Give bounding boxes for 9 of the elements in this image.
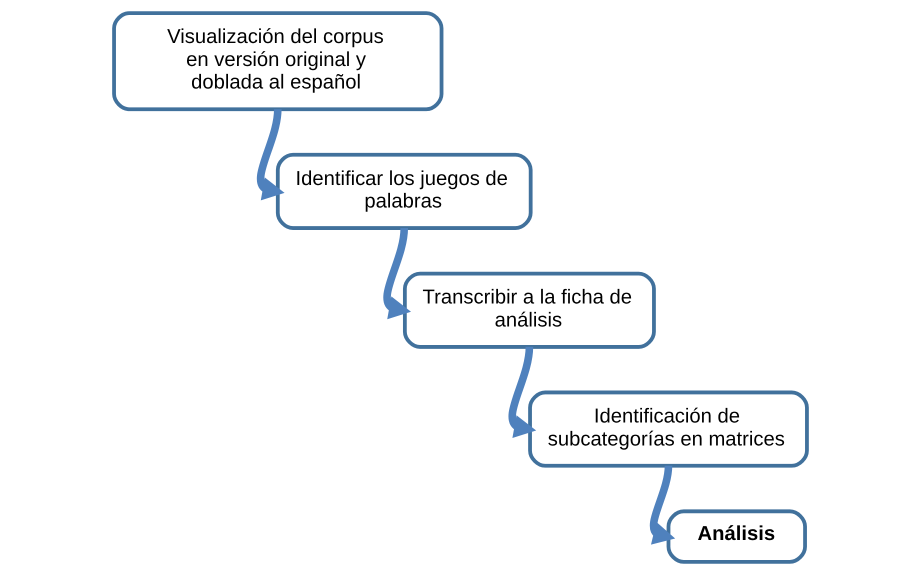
arrow [382, 228, 410, 320]
arrow [649, 466, 675, 545]
node-box: Identificar los juegos de palabras [275, 152, 532, 230]
node-box: Transcribir a la ficha de análisis [402, 272, 656, 349]
arrow [256, 108, 284, 200]
node-box: Identificación de subcategorías en matrices [528, 390, 808, 468]
node-box: Análisis [666, 509, 806, 564]
node-box: Visualización del corpus en versión original y doblada al español [112, 11, 443, 112]
arrow [508, 346, 536, 438]
